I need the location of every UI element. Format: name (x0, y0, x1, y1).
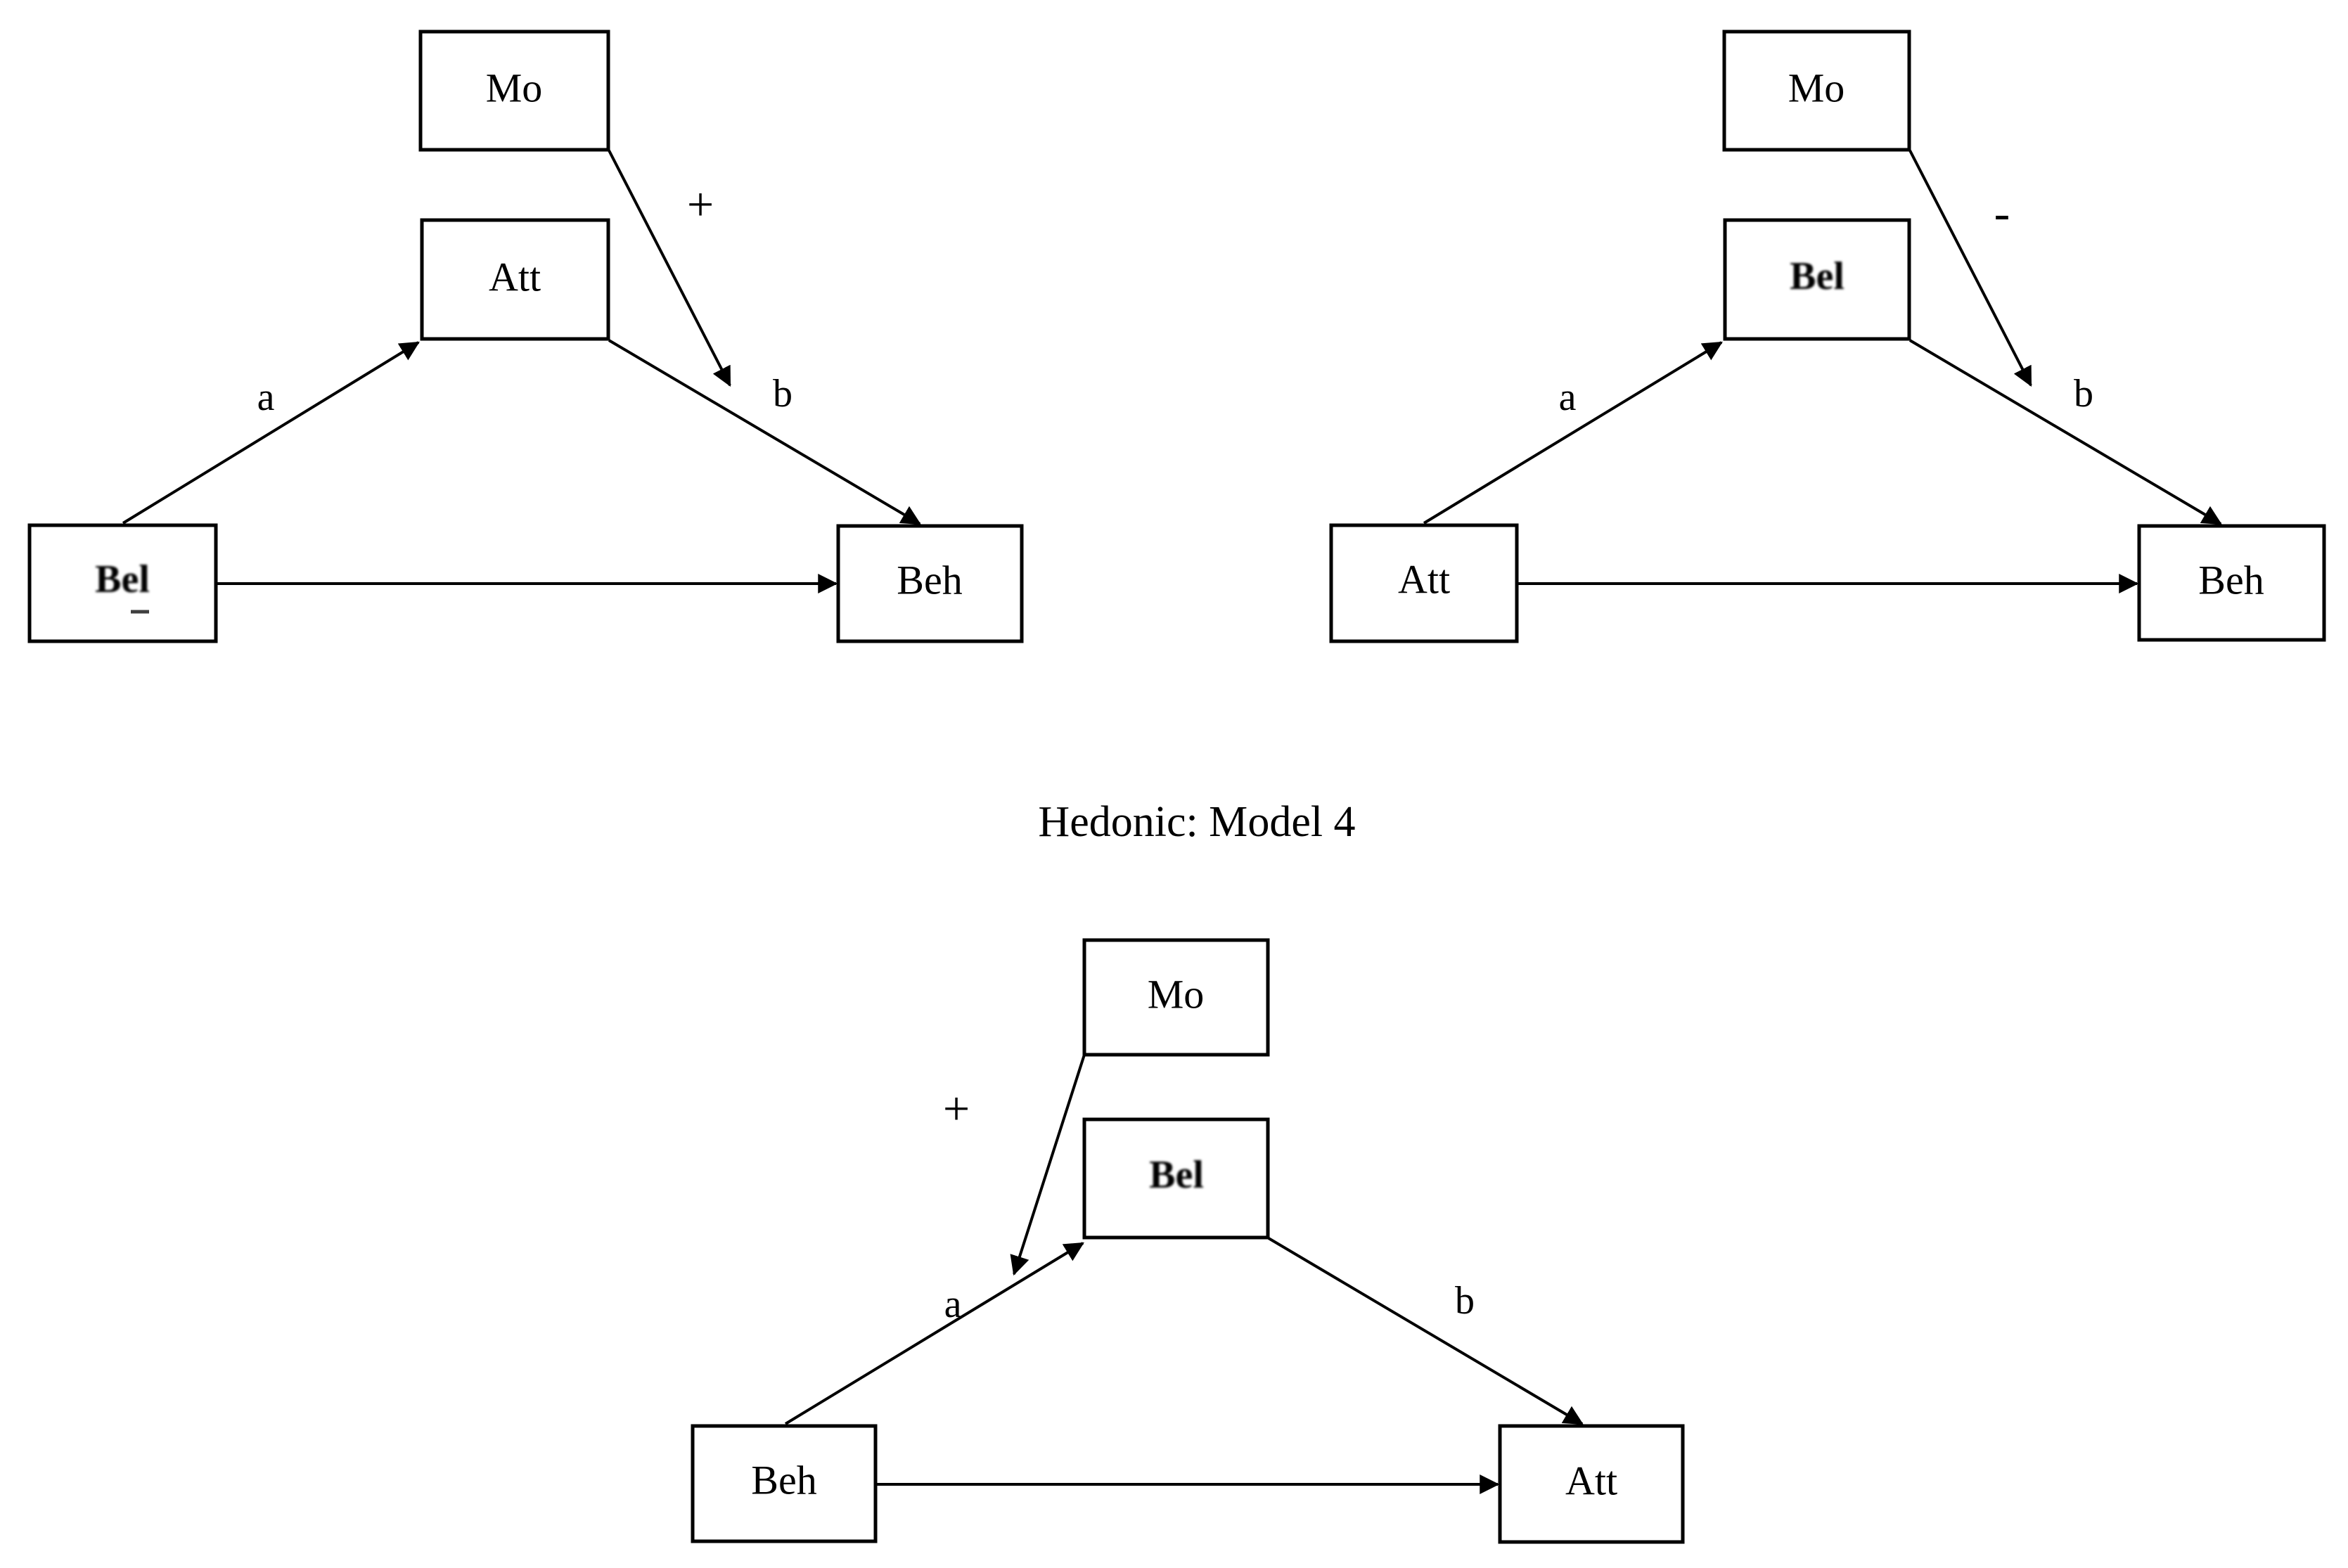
node-box-mo-top-right[interactable] (1722, 30, 1911, 152)
edge-a-line-top-right (1423, 341, 1723, 525)
node-label-att-top-left: Att (489, 254, 541, 300)
node-label-att-bottom: Att (1565, 1458, 1617, 1503)
edge-label-b-top-left: b (773, 372, 793, 416)
node-label-bel-bottom: Bel (1149, 1153, 1204, 1197)
node-box-mo-bottom[interactable] (1082, 938, 1270, 1057)
edge-label-a-top-left: a (257, 375, 275, 419)
node-label-beh-top-right: Beh (2198, 557, 2264, 603)
edge-b-line-bottom (1267, 1237, 1584, 1425)
edge-label-a-top-right: a (1559, 375, 1577, 419)
node-box-bel-top-right[interactable] (1723, 218, 1911, 341)
sign-label-positive-top-left: + (687, 178, 714, 231)
edge-moderation-line-top-left (608, 150, 731, 387)
node-label-beh-top-left: Beh (897, 557, 962, 603)
node-box-att-bottom[interactable] (1498, 1424, 1685, 1544)
node-label-beh-bottom: Beh (751, 1457, 816, 1503)
node-label-mo-bottom: Mo (1148, 971, 1205, 1017)
edge-a-line-bottom (784, 1242, 1084, 1425)
figure-caption: Hedonic: Model 4 (1038, 798, 1355, 846)
edge-b-line-top-left (608, 339, 921, 525)
node-label-bel-top-left: Bel (95, 558, 150, 601)
node-label-bel-top-right: Bel (1790, 255, 1845, 298)
edge-a-line-top-left (122, 341, 420, 525)
sign-label-positive-bottom: + (943, 1082, 970, 1136)
node-label-mo-top-right: Mo (1788, 65, 1845, 110)
edge-label-b-top-right: b (2074, 372, 2093, 416)
edge-label-b-bottom: b (1455, 1279, 1475, 1323)
node-box-beh-top-right[interactable] (2137, 524, 2326, 642)
node-box-mo-top-left[interactable] (418, 30, 610, 152)
node-box-bel-bottom[interactable] (1082, 1117, 1270, 1240)
node-label-mo-top-left: Mo (486, 65, 543, 110)
edge-moderation-line-top-right (1908, 150, 2032, 387)
edge-moderation-line-bottom (1010, 1054, 1086, 1276)
diagram-top-right: Mo Bel Att Beh a b - (1329, 30, 2326, 643)
edge-b-line-top-right (1908, 339, 2222, 525)
node-box-bel-top-left[interactable] (27, 523, 218, 643)
node-box-att-top-right[interactable] (1329, 523, 1519, 643)
sign-label-negative-top-right: - (1994, 186, 2010, 240)
node-label-att-top-right: Att (1398, 556, 1450, 602)
node-box-att-top-left[interactable] (420, 218, 610, 341)
node-box-beh-top-left[interactable] (836, 524, 1024, 643)
edge-label-a-bottom: a (944, 1283, 962, 1326)
node-box-beh-bottom[interactable] (691, 1424, 878, 1543)
diagram-top-left: Mo Att Bel Beh a b + (27, 30, 1024, 643)
diagram-bottom-center: Mo Bel Beh Att a b + (691, 938, 1685, 1544)
